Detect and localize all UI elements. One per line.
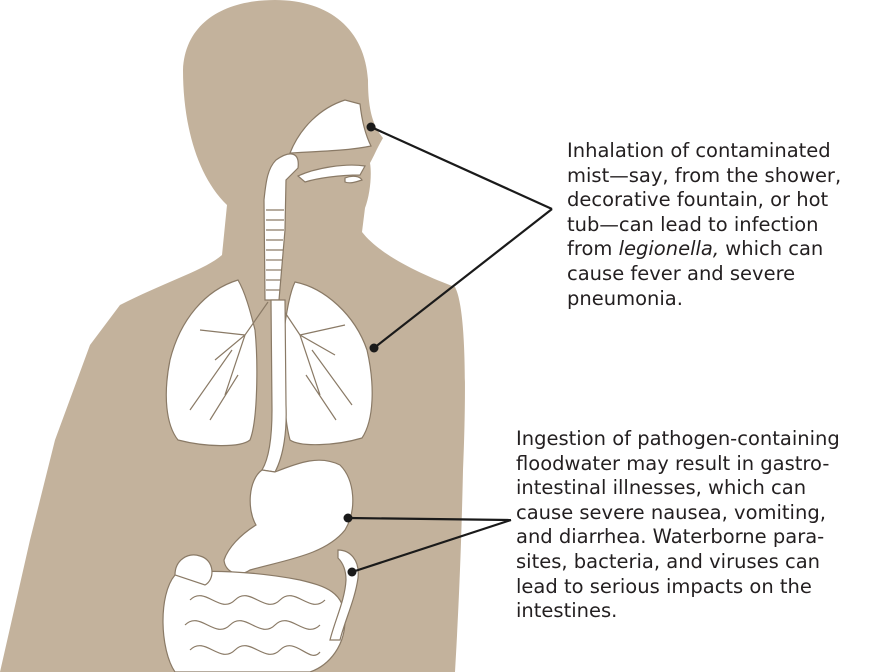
callout-line: floodwater may result in gastro-: [516, 452, 868, 477]
callout-line: tub—can lead to infection: [567, 213, 867, 238]
callout-line: Ingestion of pathogen-containing: [516, 427, 868, 452]
legionella-term: legionella,: [619, 237, 719, 260]
leader-dot-nose: [367, 123, 376, 132]
callout-line: Inhalation of contaminated: [567, 139, 867, 164]
callout-line: decorative fountain, or hot: [567, 188, 867, 213]
callout-line: pneumonia.: [567, 287, 867, 312]
ingestion-callout: Ingestion of pathogen-containing floodwa…: [516, 427, 868, 624]
callout-line: lead to serious impacts on the: [516, 575, 868, 600]
leader-dot-stomach: [344, 514, 353, 523]
callout-line: intestines.: [516, 599, 868, 624]
leader-dot-lungs: [370, 344, 379, 353]
callout-line: mist—say, from the shower,: [567, 164, 867, 189]
leader-line-nose: [371, 127, 552, 209]
callout-line-with-italic: from legionella, which can: [567, 237, 867, 262]
callout-line: intestinal illnesses, which can: [516, 476, 868, 501]
callout-line: cause severe nausea, vomiting,: [516, 501, 868, 526]
callout-line: cause fever and severe: [567, 262, 867, 287]
callout-text: from: [567, 237, 619, 260]
inhalation-callout: Inhalation of contaminated mist—say, fro…: [567, 139, 867, 311]
leader-dot-intestines: [348, 568, 357, 577]
callout-line: and diarrhea. Waterborne para-: [516, 525, 868, 550]
callout-text: which can: [719, 237, 823, 260]
callout-line: sites, bacteria, and viruses can: [516, 550, 868, 575]
